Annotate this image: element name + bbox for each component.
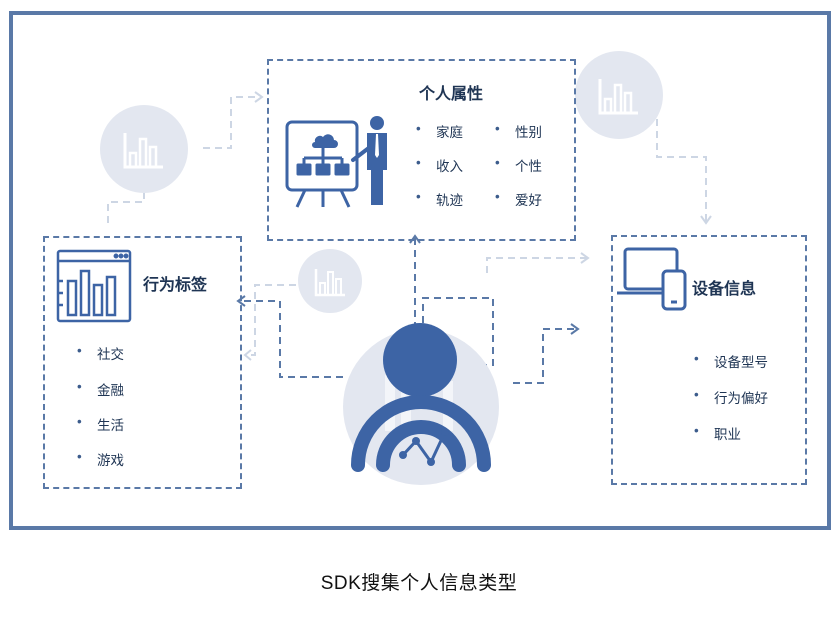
connector-center-to-device-light [486, 257, 588, 273]
browser-chart-icon [56, 249, 132, 323]
connector-chart-to-device [656, 95, 707, 222]
presentation-icon [285, 116, 387, 208]
attribute-item-gender: 性别 [495, 121, 542, 141]
attribute-item-family: 家庭 [416, 121, 463, 141]
tag-item-social: 社交 [77, 343, 124, 363]
attribute-item-income: 收入 [416, 155, 463, 175]
attribute-item-hobbies: 爱好 [495, 189, 542, 209]
connector-center-to-tags-light [245, 284, 296, 356]
behavior-tags-box [43, 236, 242, 489]
personal-attributes-title: 个人属性 [419, 86, 484, 103]
dark-connectors [239, 237, 578, 384]
figure-caption: SDK搜集个人信息类型 [320, 573, 518, 594]
devices-icon [617, 247, 687, 311]
diagram-canvas [56, 51, 712, 485]
tag-item-finance: 金融 [77, 379, 124, 399]
connector-chart-to-attributes [203, 96, 261, 149]
device-item-behavior-preference: 行为偏好 [694, 387, 768, 407]
user-analytics-icon [343, 323, 499, 485]
light-arrowheads [243, 91, 712, 361]
bar-chart-icon [575, 51, 663, 139]
device-item-model: 设备型号 [694, 351, 768, 371]
tag-item-games: 游戏 [77, 449, 124, 469]
connector-center-to-device [513, 328, 578, 384]
personal-attributes-box [267, 59, 576, 241]
attribute-item-trajectory: 轨迹 [416, 189, 463, 209]
attribute-item-personality: 个性 [495, 155, 542, 175]
device-item-occupation: 职业 [694, 423, 741, 443]
bar-chart-icon [100, 105, 188, 193]
device-info-box [611, 235, 807, 485]
connector-center-to-tags [239, 300, 343, 378]
device-info-title: 设备信息 [692, 281, 757, 298]
diagram-frame: 个人属性 家庭 性别 收入 个性 轨迹 爱好 行为标签 社交 金融 生活 游戏 … [9, 11, 831, 530]
connector-center-to-attributes [414, 237, 494, 366]
behavior-tags-title: 行为标签 [143, 277, 208, 294]
tag-item-life: 生活 [77, 414, 124, 434]
bar-chart-icon [298, 249, 362, 313]
connector-chart-to-tags [107, 180, 145, 227]
light-connectors [107, 95, 707, 356]
